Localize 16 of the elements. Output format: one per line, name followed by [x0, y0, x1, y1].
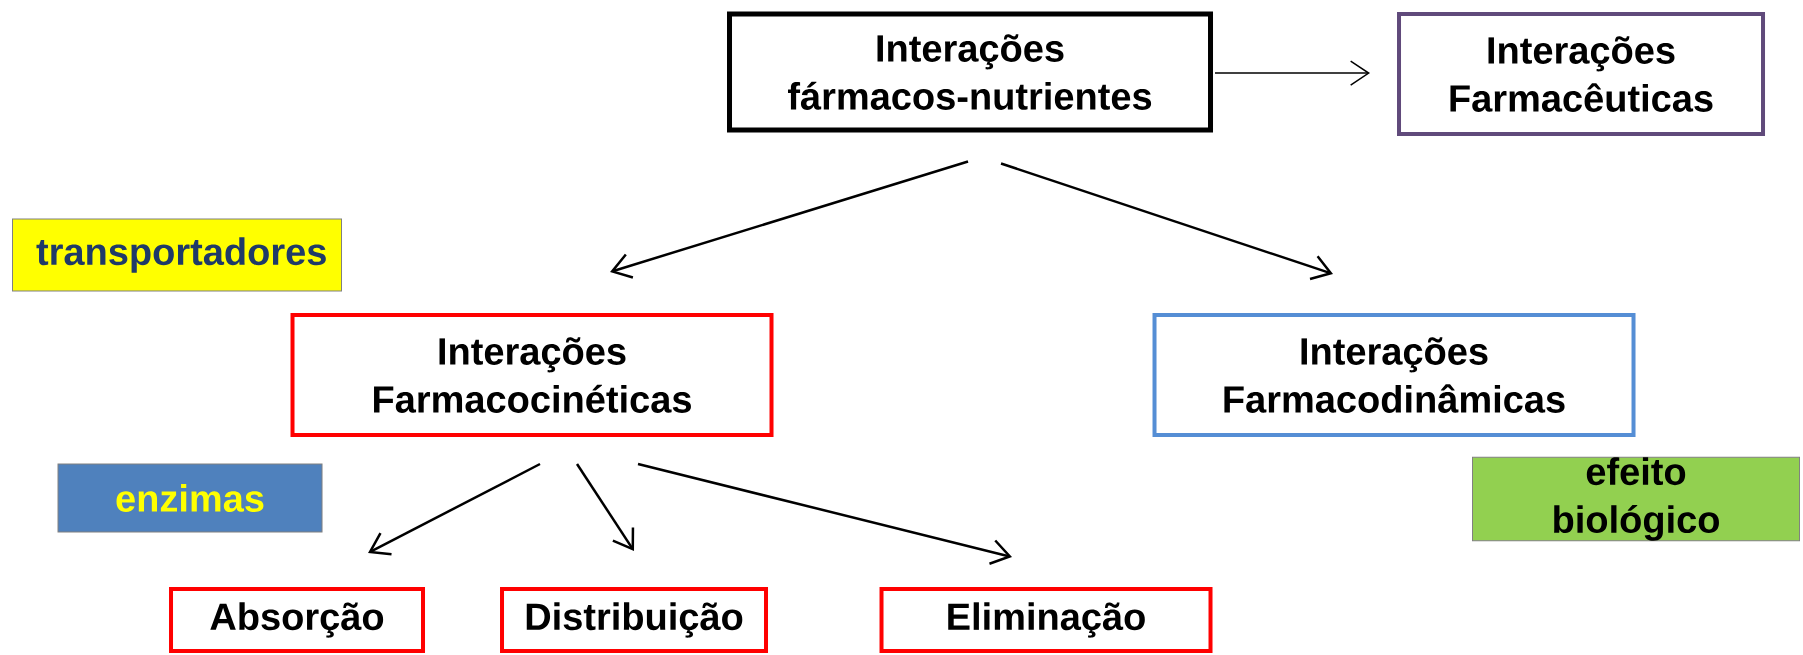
arrow: [1000, 162, 1333, 281]
label-box: transportadores: [12, 218, 342, 292]
arrow: [1214, 60, 1370, 86]
arrow: [368, 462, 541, 556]
process-box: Distribuição: [500, 587, 768, 653]
arrow: [575, 463, 635, 551]
process-box: Eliminação: [879, 587, 1213, 653]
process-box: Interações Farmacodinâmicas: [1152, 313, 1636, 437]
process-box: Absorção: [169, 587, 425, 653]
process-box: Interações Farmacocinéticas: [290, 313, 774, 437]
arrow: [637, 462, 1012, 565]
label-box: efeito biológico: [1472, 456, 1800, 542]
process-box: Interações Farmacêuticas: [1397, 12, 1765, 136]
process-box: Interações fármacos-nutrientes: [727, 11, 1213, 133]
label-box: enzimas: [57, 463, 323, 533]
arrow: [610, 160, 969, 279]
